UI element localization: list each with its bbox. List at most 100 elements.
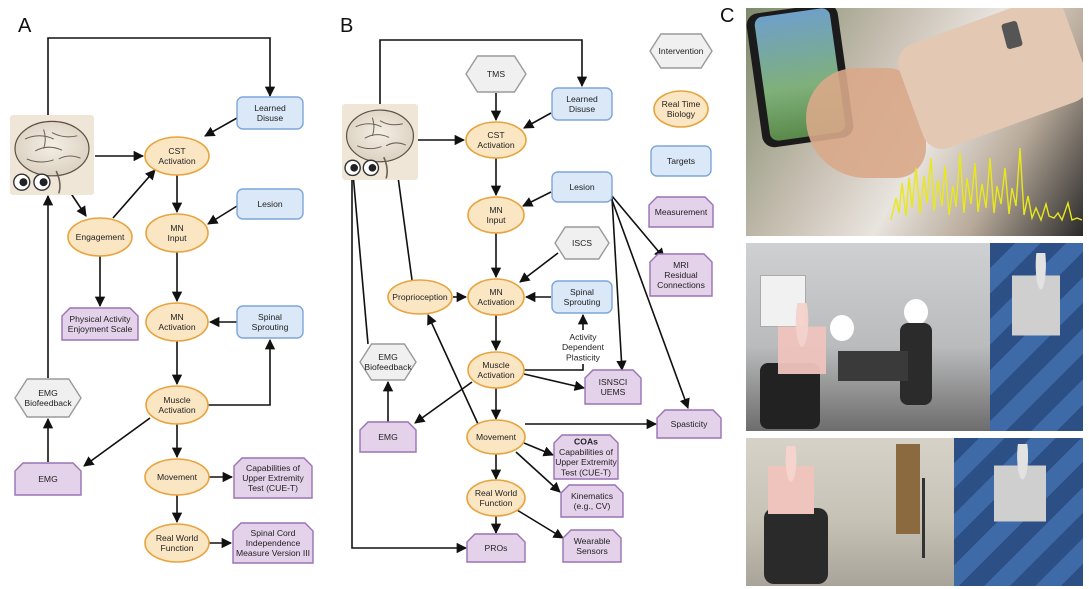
b-node-biology-line-1: Real Time bbox=[662, 99, 701, 109]
b-label-activity-plasticity-line-2: Dependent bbox=[562, 342, 605, 352]
a-node-engagement: Engagement bbox=[67, 217, 133, 257]
b-node-pros: PROs bbox=[466, 533, 526, 563]
a-node-mn-input-line-2: Input bbox=[167, 233, 187, 243]
panel-label-a: A bbox=[18, 15, 32, 37]
b-edge-brain-loop-learned-disuse bbox=[379, 39, 588, 104]
b-node-spasticity: Spasticity bbox=[656, 409, 722, 439]
a-node-mn-activation-line-1: MN bbox=[170, 312, 183, 322]
b-node-mn-activation-line-1: MN bbox=[489, 287, 502, 297]
b-node-cst-line-2: Activation bbox=[477, 140, 514, 150]
a-node-cue-t-line-2: Upper Extremity bbox=[242, 473, 304, 483]
b-node-coas-line-2: Capabilities of bbox=[559, 447, 614, 457]
b-node-spasticity-line-1: Spasticity bbox=[671, 419, 708, 429]
b-edge-lesion-isnsci bbox=[611, 197, 627, 372]
face-blur bbox=[830, 315, 854, 341]
a-node-scim-line-2: Independence bbox=[246, 538, 301, 548]
b-edge-movement-coas bbox=[523, 442, 554, 457]
b-node-intervention-line-1: Intervention bbox=[659, 46, 704, 56]
b-node-learned-disuse-line-1: Learned bbox=[566, 94, 598, 104]
a-node-emg-line-1: EMG bbox=[38, 474, 58, 484]
b-node-coas-line-1: COAs bbox=[574, 437, 598, 447]
a-edge-learned-disuse-cst bbox=[204, 117, 238, 137]
b-node-iscs-line-1: ISCS bbox=[572, 238, 592, 248]
b-edge-proprioception-brain bbox=[392, 160, 413, 281]
photo-smartphone-emg bbox=[746, 8, 1083, 236]
b-node-tms-line-1: TMS bbox=[487, 69, 505, 79]
b-brain-icon bbox=[342, 104, 418, 180]
a-node-spinal-sprouting-line-1: Spinal bbox=[258, 312, 282, 322]
b-edge-muscle-isnsci bbox=[523, 373, 586, 391]
b-edge-brain-loop-pros bbox=[351, 164, 468, 554]
b-label-activity-plasticity-line-1: Activity bbox=[569, 332, 597, 342]
b-edge-movement-kinematics bbox=[515, 451, 561, 493]
b-node-muscle-activation-line-2: Activation bbox=[477, 370, 514, 380]
b-node-real-world-line-2: Function bbox=[480, 498, 513, 508]
panel-label-b: B bbox=[340, 15, 353, 37]
skeleton-model bbox=[994, 444, 1046, 578]
b-node-wearable-line-2: Sensors bbox=[576, 546, 608, 556]
a-node-engagement-line-1: Engagement bbox=[76, 232, 125, 242]
skeleton-overlay bbox=[768, 446, 814, 556]
b-node-targets-line-1: Targets bbox=[667, 156, 695, 166]
a-node-emg: EMG bbox=[14, 462, 82, 496]
b-node-kinematics-line-1: Kinematics bbox=[571, 491, 613, 501]
b-node-proprioception-line-1: Proprioception bbox=[392, 292, 448, 302]
a-node-emg-biofeedback-line-1: EMG bbox=[38, 388, 58, 398]
a-edge-muscle-spinal-sprouting bbox=[208, 338, 276, 406]
a-node-real-world-line-1: Real World bbox=[156, 533, 199, 543]
a-node-pa-scale-line-1: Physical Activity bbox=[69, 314, 131, 324]
a-node-spinal-sprouting-line-2: Sprouting bbox=[252, 322, 289, 332]
door bbox=[896, 444, 920, 534]
b-node-mri-line-3: Connections bbox=[657, 280, 705, 290]
a-node-emg-biofeedback-line-2: Biofeedback bbox=[24, 398, 72, 408]
a-node-movement: Movement bbox=[144, 458, 210, 496]
b-node-spinal-sprouting-line-1: Spinal bbox=[570, 287, 594, 297]
b-node-emg-biofeedback-line-1: EMG bbox=[378, 352, 398, 362]
a-node-pa-scale-line-2: Enjoyment Scale bbox=[68, 324, 133, 334]
a-node-scim-line-3: Measure Version III bbox=[236, 548, 310, 558]
a-node-cue-t-line-3: Test (CUE-T) bbox=[248, 483, 298, 493]
a-node-mn-activation-line-2: Activation bbox=[158, 322, 195, 332]
a-node-real-world-line-2: Function bbox=[161, 543, 194, 553]
a-edge-lesion-mn-input bbox=[207, 205, 238, 225]
a-node-cst-line-1: CST bbox=[168, 146, 186, 156]
eye-icon bbox=[13, 173, 31, 191]
b-node-movement: Movement bbox=[466, 419, 526, 455]
a-node-muscle-activation-line-1: Muscle bbox=[163, 395, 190, 405]
b-node-emg-line-1: EMG bbox=[378, 432, 398, 442]
b-node-isnsci-line-2: UEMS bbox=[601, 387, 626, 397]
face-blur bbox=[904, 299, 928, 325]
b-node-measurement-line-1: Measurement bbox=[655, 207, 708, 217]
a-edge-engagement-cst bbox=[112, 169, 156, 219]
photo-3d-reconstruction-2 bbox=[954, 438, 1083, 586]
b-node-measurement: Measurement bbox=[648, 196, 714, 228]
a-node-lesion-line-1: Lesion bbox=[257, 199, 283, 209]
photo-markerless-motion-capture-lab bbox=[746, 243, 990, 431]
eye-icon bbox=[344, 159, 361, 177]
b-node-targets: Targets bbox=[650, 145, 712, 177]
b-node-kinematics: Kinematics(e.g., CV) bbox=[560, 484, 624, 518]
b-node-cst-line-1: CST bbox=[487, 130, 505, 140]
a-brain-icon bbox=[10, 115, 94, 195]
eye-icon bbox=[33, 173, 51, 191]
a-node-learned-disuse-line-1: Learned bbox=[254, 103, 286, 113]
b-node-intervention: Intervention bbox=[649, 33, 713, 69]
b-edge-movement-proprioception bbox=[427, 314, 479, 425]
b-node-isnsci-line-1: ISNSCI bbox=[599, 377, 628, 387]
